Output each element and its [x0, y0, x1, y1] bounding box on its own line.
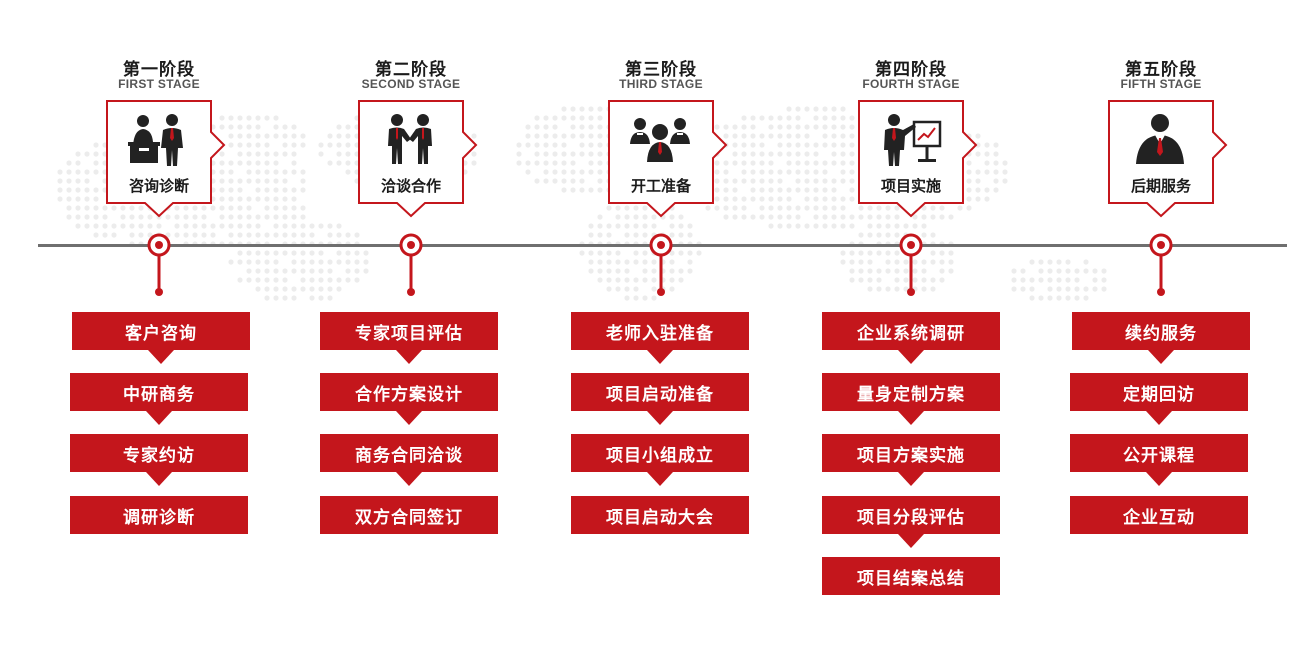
- down-arrow-icon: [1146, 472, 1172, 486]
- step-box: 续约服务: [1072, 312, 1250, 350]
- stage-1: 第一阶段 FIRST STAGE 咨询诊断 客户咨询 中研商务: [34, 0, 284, 660]
- down-arrow-icon: [898, 472, 924, 486]
- stage-subtitle: SECOND STAGE: [361, 77, 461, 91]
- step-item: 项目结案总结: [786, 557, 1036, 619]
- down-arrow-icon: [146, 411, 172, 425]
- step-item: 项目方案实施: [786, 434, 1036, 496]
- team-icon: [630, 118, 690, 162]
- step-item: 双方合同签订: [286, 496, 536, 558]
- stage-subtitle: FOURTH STAGE: [862, 77, 960, 91]
- stage-title: 第四阶段: [875, 60, 947, 80]
- down-arrow-icon: [1146, 411, 1172, 425]
- step-box: 定期回访: [1070, 373, 1248, 411]
- timeline-marker: [899, 233, 923, 296]
- stage-title: 第五阶段: [1125, 60, 1197, 80]
- stage-icon-card: 后期服务: [1108, 100, 1230, 220]
- down-arrow-icon: [146, 472, 172, 486]
- stage-subtitle: FIFTH STAGE: [1120, 77, 1202, 91]
- down-arrow-icon: [898, 350, 924, 364]
- stage-label: 开工准备: [630, 177, 691, 195]
- step-item: 项目分段评估: [786, 496, 1036, 558]
- stage-label: 后期服务: [1130, 177, 1191, 195]
- step-box: 双方合同签订: [320, 496, 498, 534]
- consulting-desk-icon: [128, 114, 183, 166]
- step-item: 企业系统调研: [786, 312, 1036, 374]
- presentation-icon: [884, 114, 942, 166]
- stage-icon-card: 咨询诊断: [106, 100, 228, 220]
- stage-label: 咨询诊断: [128, 177, 189, 195]
- down-arrow-icon: [396, 472, 422, 486]
- step-item: 老师入驻准备: [536, 312, 786, 374]
- stage-subtitle: THIRD STAGE: [619, 77, 703, 91]
- stage-title: 第二阶段: [375, 60, 447, 80]
- step-item: 商务合同洽谈: [286, 434, 536, 496]
- step-box: 项目结案总结: [822, 557, 1000, 595]
- stage-3: 第三阶段 THIRD STAGE 开工准备 老师入驻准备 项目启动准备: [536, 0, 786, 660]
- service-person-icon: [1136, 114, 1184, 164]
- stage-icon-card: 洽谈合作: [358, 100, 480, 220]
- stage-label: 项目实施: [880, 177, 941, 195]
- stage-icon-card: 项目实施: [858, 100, 980, 220]
- step-box: 商务合同洽谈: [320, 434, 498, 472]
- stage-title: 第三阶段: [625, 60, 697, 80]
- step-box: 项目小组成立: [571, 434, 749, 472]
- step-item: 企业互动: [1036, 496, 1286, 558]
- down-arrow-icon: [396, 350, 422, 364]
- down-arrow-icon: [898, 411, 924, 425]
- step-box: 专家项目评估: [320, 312, 498, 350]
- step-item: 量身定制方案: [786, 373, 1036, 435]
- step-box: 量身定制方案: [822, 373, 1000, 411]
- step-item: 客户咨询: [34, 312, 284, 374]
- down-arrow-icon: [148, 350, 174, 364]
- step-box: 公开课程: [1070, 434, 1248, 472]
- stage-2: 第二阶段 SECOND STAGE 洽谈合作 专家项目评估 合作方案设计 商务合…: [286, 0, 536, 660]
- down-arrow-icon: [647, 472, 673, 486]
- step-box: 项目方案实施: [822, 434, 1000, 472]
- step-item: 续约服务: [1036, 312, 1286, 374]
- step-item: 公开课程: [1036, 434, 1286, 496]
- step-item: 项目小组成立: [536, 434, 786, 496]
- step-item: 专家项目评估: [286, 312, 536, 374]
- stage-4: 第四阶段 FOURTH STAGE 项目实施 企业系统调研 量身定制方案 项: [786, 0, 1036, 660]
- stage-label: 洽谈合作: [380, 177, 441, 195]
- down-arrow-icon: [1148, 350, 1174, 364]
- down-arrow-icon: [898, 534, 924, 548]
- step-box: 企业系统调研: [822, 312, 1000, 350]
- timeline-marker: [399, 233, 423, 296]
- step-box: 项目启动准备: [571, 373, 749, 411]
- step-box: 项目分段评估: [822, 496, 1000, 534]
- handshake-icon: [388, 114, 432, 164]
- step-item: 合作方案设计: [286, 373, 536, 435]
- step-item: 项目启动大会: [536, 496, 786, 558]
- step-item: 定期回访: [1036, 373, 1286, 435]
- step-item: 中研商务: [34, 373, 284, 435]
- step-box: 专家约访: [70, 434, 248, 472]
- down-arrow-icon: [647, 350, 673, 364]
- down-arrow-icon: [647, 411, 673, 425]
- step-item: 调研诊断: [34, 496, 284, 558]
- step-box: 企业互动: [1070, 496, 1248, 534]
- step-box: 中研商务: [70, 373, 248, 411]
- step-box: 客户咨询: [72, 312, 250, 350]
- stage-5: 第五阶段 FIFTH STAGE 后期服务 续约服务 定期回访 公开课程: [1036, 0, 1286, 660]
- stage-title: 第一阶段: [123, 60, 195, 80]
- timeline-marker: [147, 233, 171, 296]
- down-arrow-icon: [396, 411, 422, 425]
- stage-icon-card: 开工准备: [608, 100, 730, 220]
- step-box: 调研诊断: [70, 496, 248, 534]
- step-box: 合作方案设计: [320, 373, 498, 411]
- step-box: 项目启动大会: [571, 496, 749, 534]
- step-item: 专家约访: [34, 434, 284, 496]
- step-box: 老师入驻准备: [571, 312, 749, 350]
- step-item: 项目启动准备: [536, 373, 786, 435]
- timeline-marker: [1149, 233, 1173, 296]
- stage-subtitle: FIRST STAGE: [118, 77, 200, 91]
- timeline-marker: [649, 233, 673, 296]
